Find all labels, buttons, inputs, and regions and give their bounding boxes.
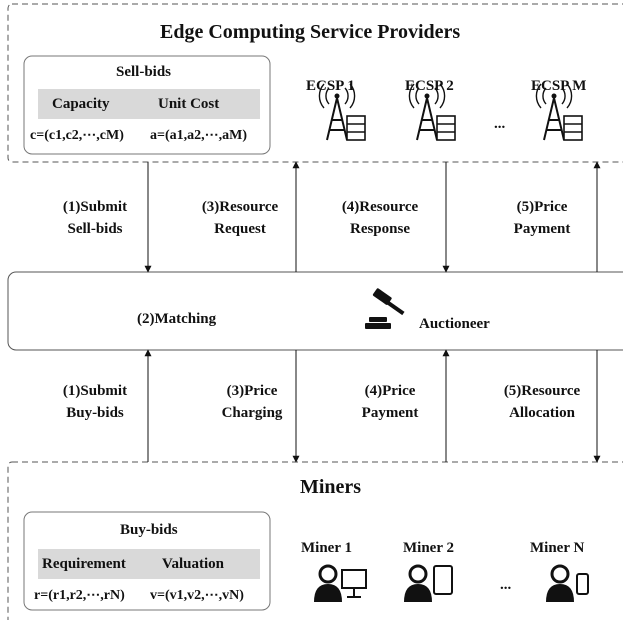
ecsp-title: Edge Computing Service Providers	[160, 21, 461, 43]
sell-bids-header-bg	[38, 89, 260, 119]
flow-label: (3)Resource Request	[190, 196, 290, 240]
flow-label: (5)Price Payment	[496, 196, 588, 240]
buy-bids-formula-requirement: r=(r1,r2,⋯,rN)	[34, 588, 125, 603]
flow-line: Allocation	[509, 405, 575, 421]
miners-ellipsis: ...	[500, 577, 512, 593]
sell-bids-formula-cost: a=(a1,a2,⋯,aM)	[150, 128, 248, 143]
flow-line: (5)Price	[516, 199, 568, 215]
flow-line: Sell-bids	[67, 221, 123, 237]
miners-title: Miners	[300, 476, 362, 498]
flow-label: (4)Resource Response	[330, 196, 430, 240]
auctioneer-label: Auctioneer	[419, 316, 490, 332]
user-phone-icon	[546, 564, 589, 602]
sell-bids-formula-capacity: c=(c1,c2,⋯,cM)	[30, 128, 124, 143]
sell-bids-title: Sell-bids	[116, 64, 172, 80]
ecsp-node-label: ECSP M	[531, 78, 587, 94]
buy-bids-header-bg	[38, 549, 260, 579]
sell-bids-col-unit-cost: Unit Cost	[158, 96, 220, 112]
gavel-icon	[365, 288, 405, 329]
ecsp-node-label: ECSP 2	[405, 78, 454, 94]
user-desktop-icon	[314, 564, 367, 602]
sell-bids-col-capacity: Capacity	[52, 96, 110, 112]
flow-line: Payment	[513, 221, 571, 237]
auctioneer-box	[7, 271, 623, 351]
flow-line: Charging	[221, 405, 283, 421]
miner-node-label: Miner N	[530, 540, 585, 556]
flow-line: Response	[349, 221, 410, 237]
tower-icon	[535, 83, 583, 141]
matching-label: (2)Matching	[137, 311, 217, 327]
flow-line: (1)Submit	[62, 199, 128, 215]
flow-line: (4)Price	[364, 383, 416, 399]
flow-label: (3)Price Charging	[210, 380, 294, 424]
buy-bids-title: Buy-bids	[120, 522, 178, 538]
buy-bids-formula-valuation: v=(v1,v2,⋯,vN)	[150, 588, 244, 603]
flow-line: (4)Resource	[341, 199, 419, 215]
miner-node-label: Miner 2	[403, 540, 454, 556]
flow-line: (3)Resource	[201, 199, 279, 215]
ecsp-container	[7, 3, 623, 163]
tower-icon	[318, 83, 366, 141]
flow-line: (3)Price	[226, 383, 278, 399]
flow-line: (5)Resource	[503, 383, 581, 399]
flow-label: (5)Resource Allocation	[490, 380, 594, 424]
tower-icon	[408, 83, 456, 141]
flow-line: (1)Submit	[62, 383, 128, 399]
flow-line: Buy-bids	[66, 405, 124, 421]
flow-line: Request	[214, 221, 266, 237]
ecsp-ellipsis: ...	[494, 116, 506, 132]
user-tablet-icon	[404, 564, 453, 602]
flow-label: (4)Price Payment	[348, 380, 432, 424]
miners-container	[7, 461, 623, 620]
ecsp-node-label: ECSP 1	[306, 78, 355, 94]
miner-node-label: Miner 1	[301, 540, 352, 556]
flow-line: Payment	[361, 405, 419, 421]
buy-bids-col-valuation: Valuation	[162, 556, 224, 572]
buy-bids-col-requirement: Requirement	[42, 556, 126, 572]
flow-label: (1)Submit Sell-bids	[50, 196, 140, 240]
flow-label: (1)Submit Buy-bids	[50, 380, 140, 424]
